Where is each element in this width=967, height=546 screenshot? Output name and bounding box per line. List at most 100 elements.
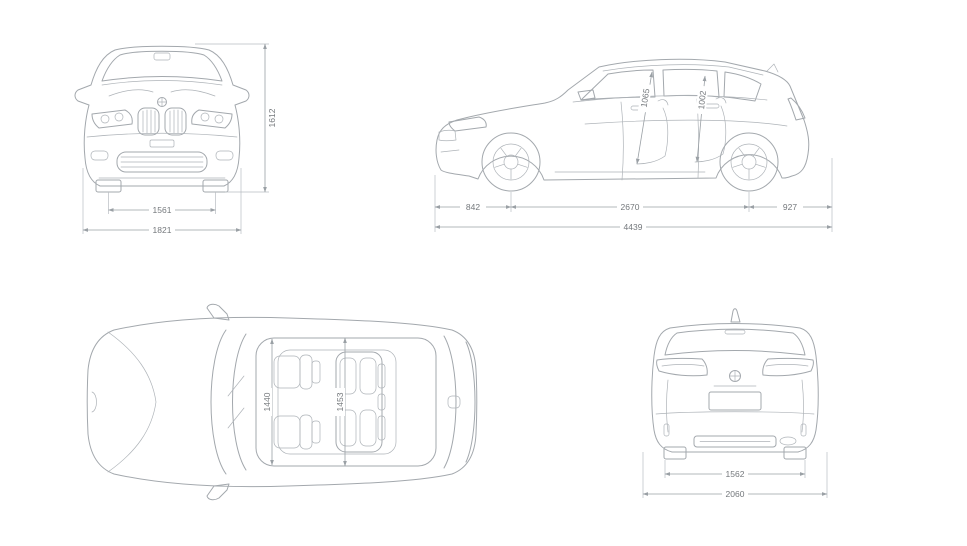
hood-seam — [91, 331, 157, 473]
overhang-front-label: 842 — [466, 202, 480, 212]
headlight-ring-right — [214, 114, 224, 124]
bmw-roundel-cross — [157, 97, 167, 107]
roof-outline — [255, 337, 437, 467]
rear-headrest — [377, 363, 386, 389]
bench-pad — [359, 409, 377, 447]
windshield-arcs — [210, 329, 247, 475]
headlight-ring-left-2 — [114, 112, 124, 122]
front-windshield — [101, 50, 223, 82]
front-width-label: 1821 — [153, 225, 172, 235]
dimension-label-group: 1440 — [262, 388, 272, 416]
front-sensor-plate — [149, 139, 175, 148]
front-rim — [492, 143, 530, 181]
side-overhang-front-dimension: 842 — [434, 158, 833, 232]
headrest — [311, 360, 321, 384]
taillight-detail — [661, 364, 809, 367]
front-headlight-right — [191, 109, 233, 129]
door-handle-rear — [704, 103, 720, 109]
side-window-front — [580, 69, 656, 101]
rear-headrest-center — [377, 393, 386, 411]
front-wheel — [481, 132, 541, 192]
top-interior-width-rear-dimension: 1453 — [335, 337, 347, 467]
extension-lines — [195, 43, 269, 193]
roof-rail — [602, 64, 764, 76]
front-wheel-spokes — [494, 147, 528, 180]
bench-pad — [339, 409, 357, 447]
label-background — [267, 104, 277, 132]
brake-light — [724, 329, 746, 335]
label-background — [637, 83, 653, 113]
side-length-dimension: 4439 — [434, 222, 833, 232]
seat-back — [299, 354, 313, 390]
bmw-roundel-cross — [729, 370, 741, 382]
tailgate-seams — [666, 379, 804, 433]
rear-track-dimension: 1562 — [664, 460, 806, 479]
label-background — [149, 205, 175, 215]
beltline — [572, 95, 768, 103]
reflector-left — [663, 423, 670, 437]
grille-bars — [142, 109, 183, 134]
front-height-dimension: 1612 — [195, 43, 277, 193]
side-kidney-grille — [438, 129, 460, 153]
front-width-dimension: 1821 — [82, 168, 242, 235]
rear-wheel-left — [663, 446, 687, 460]
side-wheelbase-dimension: 2670 — [510, 202, 750, 212]
antenna-fin — [766, 63, 779, 73]
rear-hub — [741, 154, 757, 170]
taillight-right — [762, 357, 814, 377]
side-mirror — [577, 89, 596, 101]
top-view-drawing — [86, 303, 478, 501]
side-overhang-rear-dimension: 927 — [748, 202, 833, 212]
seat-back — [299, 414, 313, 450]
intake-slats — [120, 156, 204, 168]
front-seat-right — [273, 414, 321, 450]
character-line — [554, 119, 788, 173]
extension-lines — [434, 158, 833, 232]
front-track-dimension: 1561 — [108, 192, 216, 215]
label-background — [695, 85, 709, 115]
rear-wheel — [719, 132, 779, 192]
lower-air-intake — [116, 151, 208, 173]
front-view: 1612 1561 1821 — [74, 43, 277, 235]
rear-antenna-fin — [730, 308, 741, 323]
side-view: 1065 1002 842 2670 927 — [434, 58, 833, 232]
door-seams — [620, 98, 700, 181]
rear-diffuser — [693, 435, 777, 448]
taillight-left — [656, 357, 708, 377]
mirror-top — [206, 303, 230, 321]
kidney-grille-left — [137, 107, 160, 136]
label-background — [722, 489, 748, 499]
rear-bench-seat — [335, 351, 386, 453]
headrest — [311, 420, 321, 444]
label-background — [149, 225, 175, 235]
extension-lines — [82, 168, 242, 234]
headroom-front-label: 1065 — [639, 88, 652, 109]
bench-pad — [359, 357, 377, 395]
reflector-right — [800, 423, 807, 437]
side-headroom-front-dimension: 1065 — [635, 71, 654, 165]
extension-lines — [642, 452, 828, 498]
front-seat-left — [273, 354, 321, 390]
rear-view-drawing — [651, 308, 819, 460]
front-view-drawing — [74, 45, 250, 193]
headroom-rear-label: 1002 — [696, 90, 708, 110]
rear-view: 1562 2060 — [642, 308, 828, 499]
dimension-label-group: 1453 — [335, 388, 345, 416]
label-background — [620, 222, 646, 232]
side-view-drawing — [435, 58, 810, 192]
mirror-bottom — [206, 483, 230, 501]
wipers — [227, 375, 245, 429]
label-background — [460, 202, 486, 212]
side-headroom-rear-dimension: 1002 — [695, 75, 709, 163]
rear-headrest — [377, 415, 386, 441]
interior-seats — [636, 97, 727, 165]
roof-antenna — [447, 395, 461, 409]
front-hub — [503, 154, 519, 170]
panoramic-sunroof — [277, 349, 397, 455]
top-interior-width-front-dimension: 1440 — [262, 338, 274, 466]
label-background — [777, 202, 803, 212]
license-plate-recess — [708, 391, 762, 411]
side-taillight — [787, 97, 806, 121]
front-height-label: 1612 — [267, 108, 277, 127]
